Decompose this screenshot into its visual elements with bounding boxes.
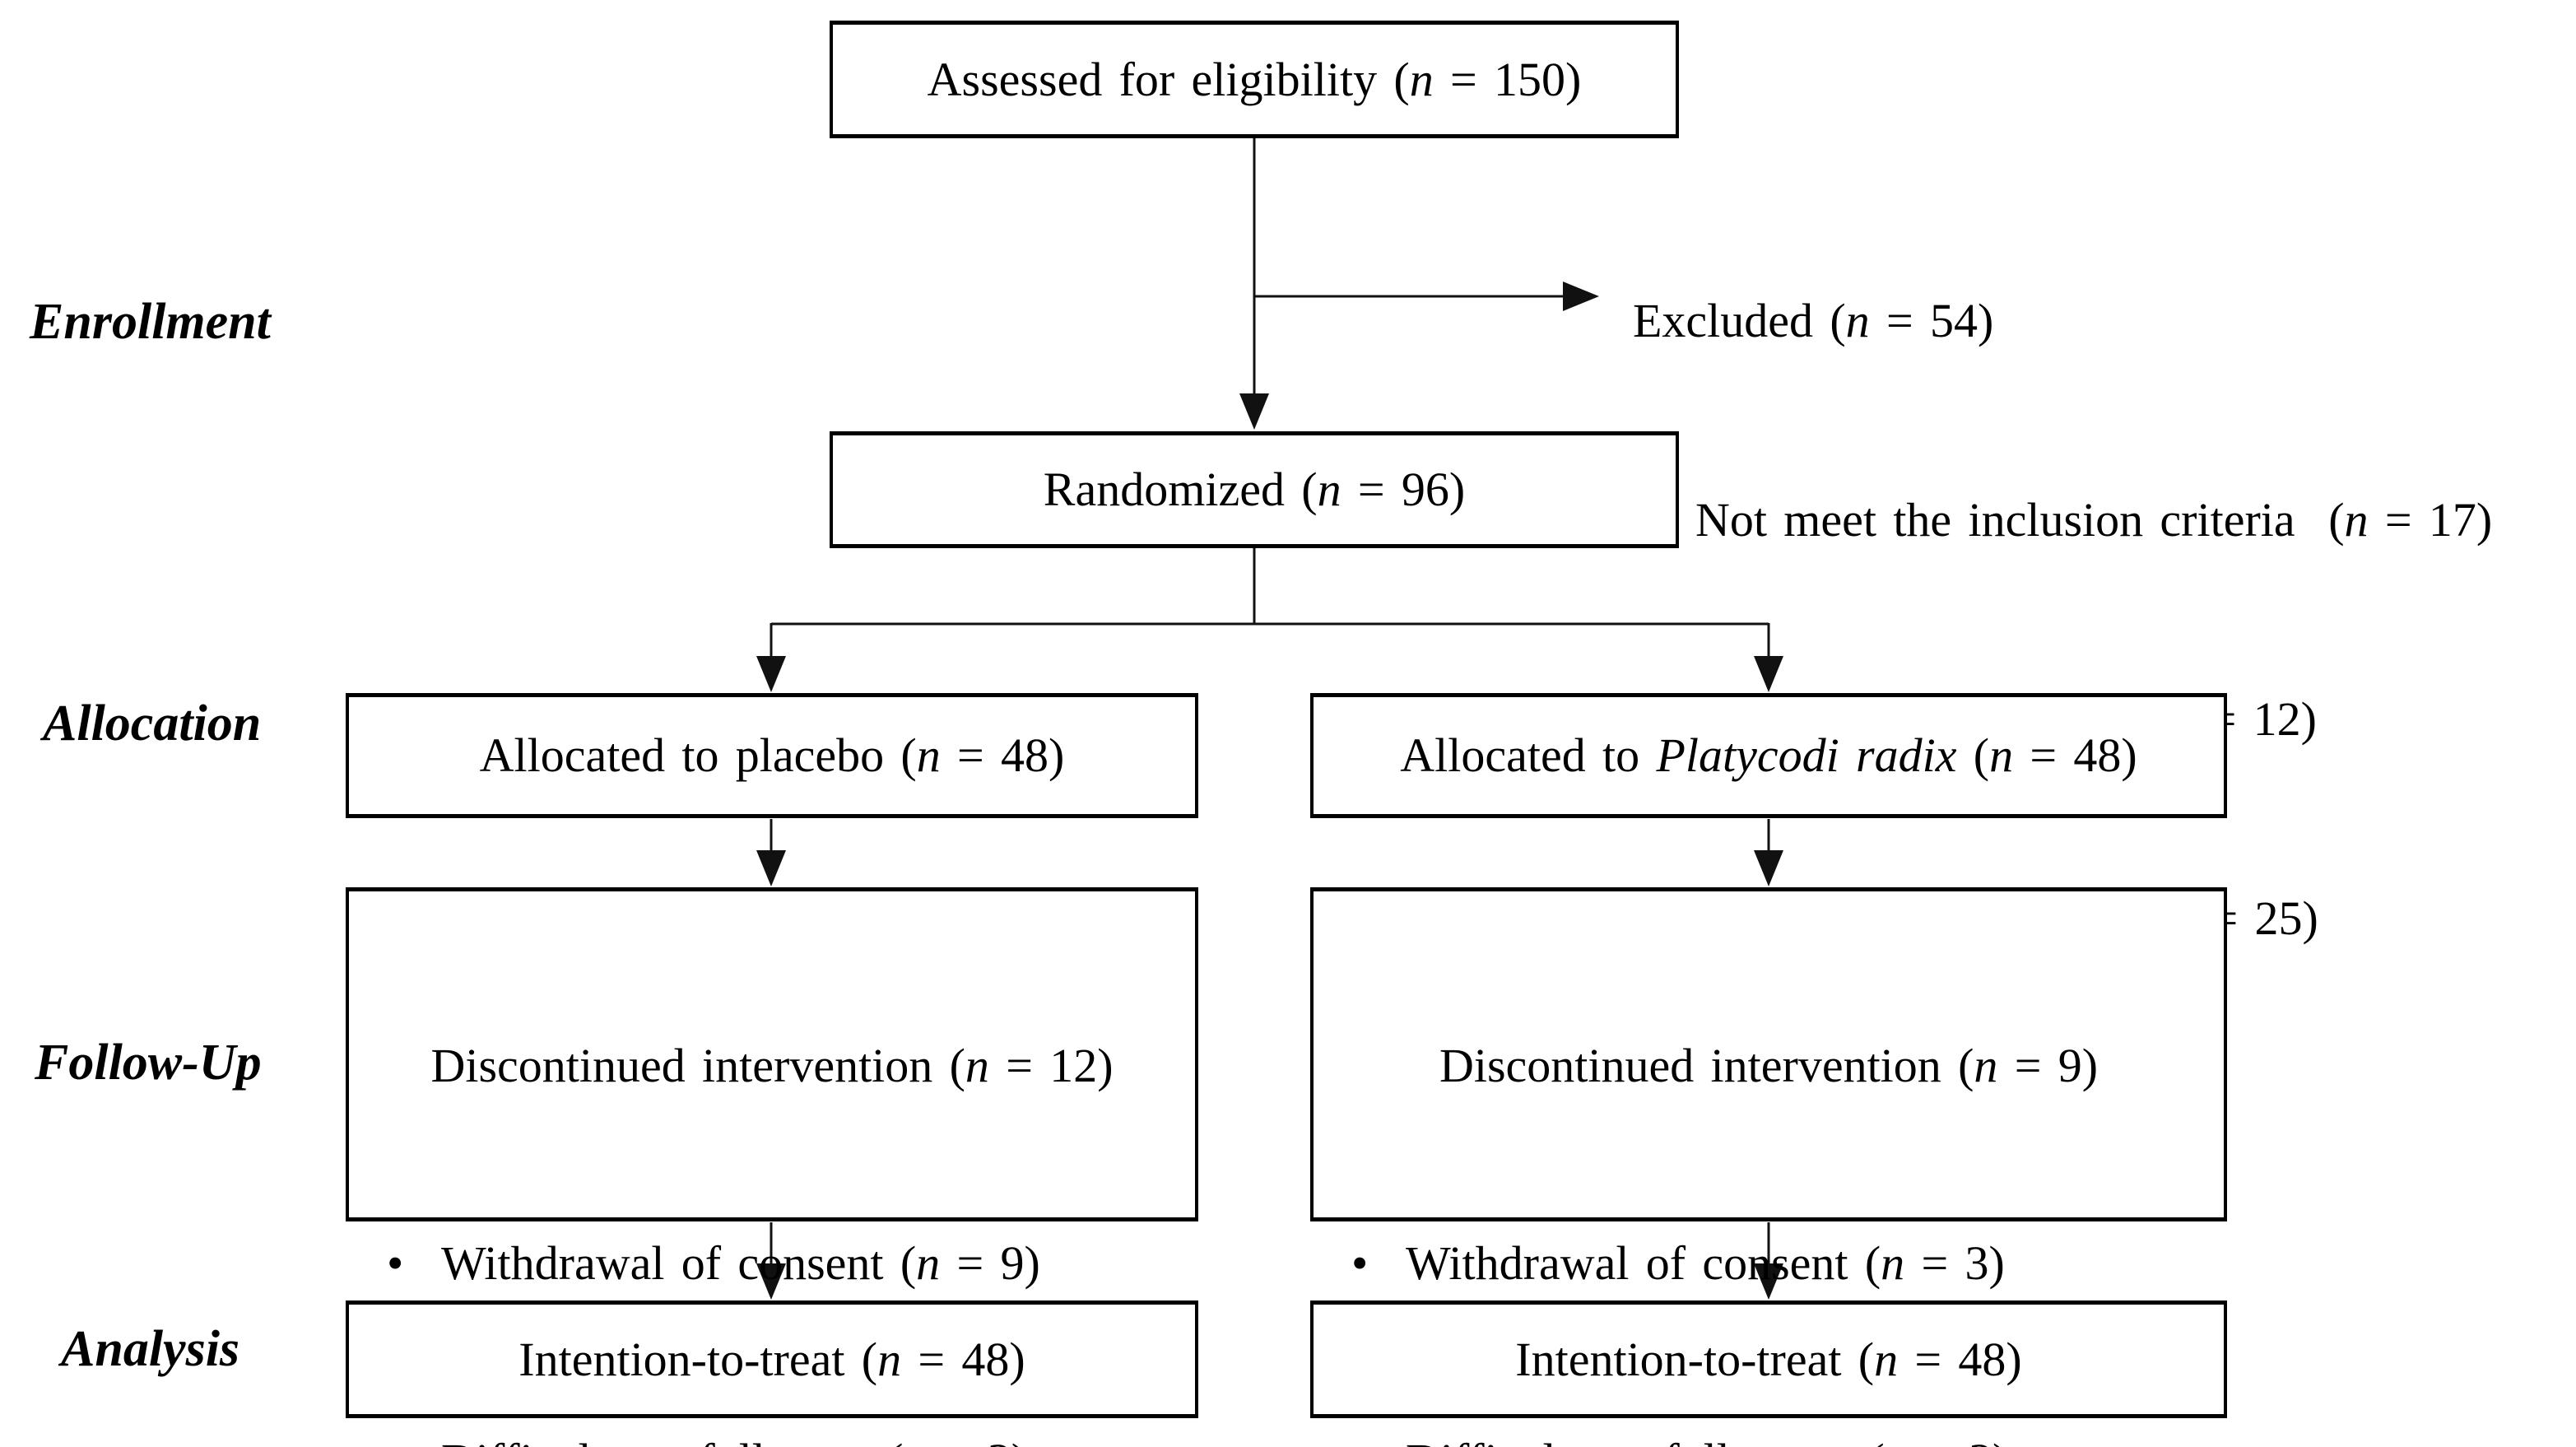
italic-text-segment: n [1974,1039,1998,1092]
analysis-platycodi-text: Intention-to-treat (n = 48) [1515,1327,2021,1393]
italic-text-segment: n [903,1434,927,1447]
text-segment: Allocated to placebo ( [479,728,917,782]
text-segment: = 54) [1869,294,1994,347]
allocation-platycodi-box: Allocated to Platycodi radix (n = 48) [1310,693,2227,818]
text-segment: Discontinued intervention ( [1439,1039,1974,1092]
stage-label-analysis: Analysis [61,1321,240,1377]
randomized-text: Randomized (n = 96) [1044,457,1465,523]
followup-platycodi-box: Discontinued intervention (n = 9) • With… [1310,887,2227,1447]
followup-platycodi-title: Discontinued intervention (n = 9) [1314,1033,2224,1099]
text-segment: Not meet the inclusion criteria ( [1695,493,2345,547]
text-segment: = 9) [1997,1039,2099,1092]
followup-placebo-item: • Withdrawal of consent (n = 9) [349,1231,1195,1296]
assessed-text: Assessed for eligibility (n = 150) [928,47,1582,113]
arrowhead-down-followup-placebo-icon [756,850,786,886]
followup-placebo-box: Discontinued intervention (n = 12) • Wit… [346,887,1198,1447]
randomized-box: Randomized (n = 96) [830,431,1679,548]
stage-label-enrollment: Enrollment [30,294,271,350]
arrowhead-down-analysis-platycodi-icon [1754,1263,1783,1300]
stage-label-followup: Follow-Up [35,1035,262,1091]
text-segment: = 3) [1909,1434,2008,1447]
followup-platycodi-item: • Withdrawal of consent (n = 3) [1314,1231,2224,1296]
text-segment: Discontinued intervention ( [430,1039,965,1092]
arrowhead-down-alloc-placebo-icon [756,656,786,692]
text-segment: = 9) [940,1236,1040,1290]
assessed-box: Assessed for eligibility (n = 150) [830,21,1679,138]
text-segment: = 150) [1433,52,1582,106]
followup-platycodi-item: • Difficulty to follow-up (n = 3) [1314,1428,2224,1447]
text-segment: Difficulty to follow-up ( [1406,1434,1885,1447]
stage-label-allocation: Allocation [43,696,262,751]
followup-platycodi-item-text: Difficulty to follow-up (n = 3) [1406,1428,2008,1447]
bullet-icon: • [387,1428,441,1447]
followup-platycodi-item-text: Withdrawal of consent (n = 3) [1406,1231,2005,1296]
text-segment: = 96) [1341,463,1466,516]
text-segment: Withdrawal of consent ( [441,1236,917,1290]
italic-text-segment: n [2344,493,2369,547]
allocation-placebo-box: Allocated to placebo (n = 48) [346,693,1198,818]
italic-text-segment: n [916,728,941,782]
bullet-icon: • [1351,1428,1406,1447]
arrowhead-down-analysis-placebo-icon [756,1263,786,1300]
italic-text-segment: n [877,1332,902,1386]
text-segment: = 48) [901,1332,1025,1386]
analysis-platycodi-box: Intention-to-treat (n = 48) [1310,1300,2227,1418]
arrowhead-down-randomized-icon [1239,393,1269,430]
followup-placebo-item-text: Difficulty to follow-up(n = 3) [441,1428,1027,1447]
italic-text-segment: n [965,1039,989,1092]
text-segment: = 3) [1904,1236,2005,1290]
text-segment: = 17) [2368,493,2493,547]
text-segment: Difficulty to follow-up( [441,1434,903,1447]
text-segment: Randomized ( [1043,463,1318,516]
arrowhead-down-alloc-platycodi-icon [1754,656,1783,692]
followup-placebo-title: Discontinued intervention (n = 12) [349,1033,1195,1099]
analysis-placebo-box: Intention-to-treat (n = 48) [346,1300,1198,1418]
italic-text-segment: n [1874,1332,1899,1386]
text-segment: Assessed for eligibility ( [927,52,1410,106]
italic-text-segment: Platycodi radix [1656,728,1957,782]
excluded-item-text: Not meet the inclusion criteria (n = 17) [1695,487,2492,553]
excluded-item: · Not meet the inclusion criteria (n = 1… [1633,487,2576,555]
italic-text-segment: n [1317,463,1341,516]
text-segment: ( [1956,728,1990,782]
italic-text-segment: n [1881,1236,1905,1290]
text-segment: Intention-to-treat ( [1515,1332,1875,1386]
text-segment: = 48) [1898,1332,2022,1386]
text-segment: Excluded ( [1633,294,1846,347]
italic-text-segment: n [916,1236,941,1290]
text-segment: Withdrawal of consent ( [1406,1236,1881,1290]
excluded-title: Excluded (n = 54) [1633,288,2576,356]
allocation-platycodi-text: Allocated to Platycodi radix (n = 48) [1400,723,2137,789]
bullet-icon: • [1351,1236,1369,1290]
followup-placebo-item-text: Withdrawal of consent (n = 9) [441,1231,1040,1296]
italic-text-segment: n [1409,52,1434,106]
text-segment: = 48) [2013,728,2137,782]
text-segment: = 3) [927,1434,1027,1447]
arrowhead-down-followup-platycodi-icon [1754,850,1783,886]
bullet-icon: • [387,1236,404,1290]
text-segment: = 12) [988,1039,1114,1092]
italic-text-segment: n [1845,294,1870,347]
text-segment: Intention-to-treat ( [518,1332,878,1386]
analysis-placebo-text: Intention-to-treat (n = 48) [518,1327,1025,1393]
arrowhead-right-excluded-icon [1563,281,1599,311]
italic-text-segment: n [1885,1434,1909,1447]
italic-text-segment: n [1989,728,2014,782]
text-segment: = 48) [940,728,1065,782]
followup-placebo-item: • Difficulty to follow-up(n = 3) [349,1428,1195,1447]
allocation-placebo-text: Allocated to placebo (n = 48) [480,723,1065,789]
text-segment: Allocated to [1400,728,1657,782]
